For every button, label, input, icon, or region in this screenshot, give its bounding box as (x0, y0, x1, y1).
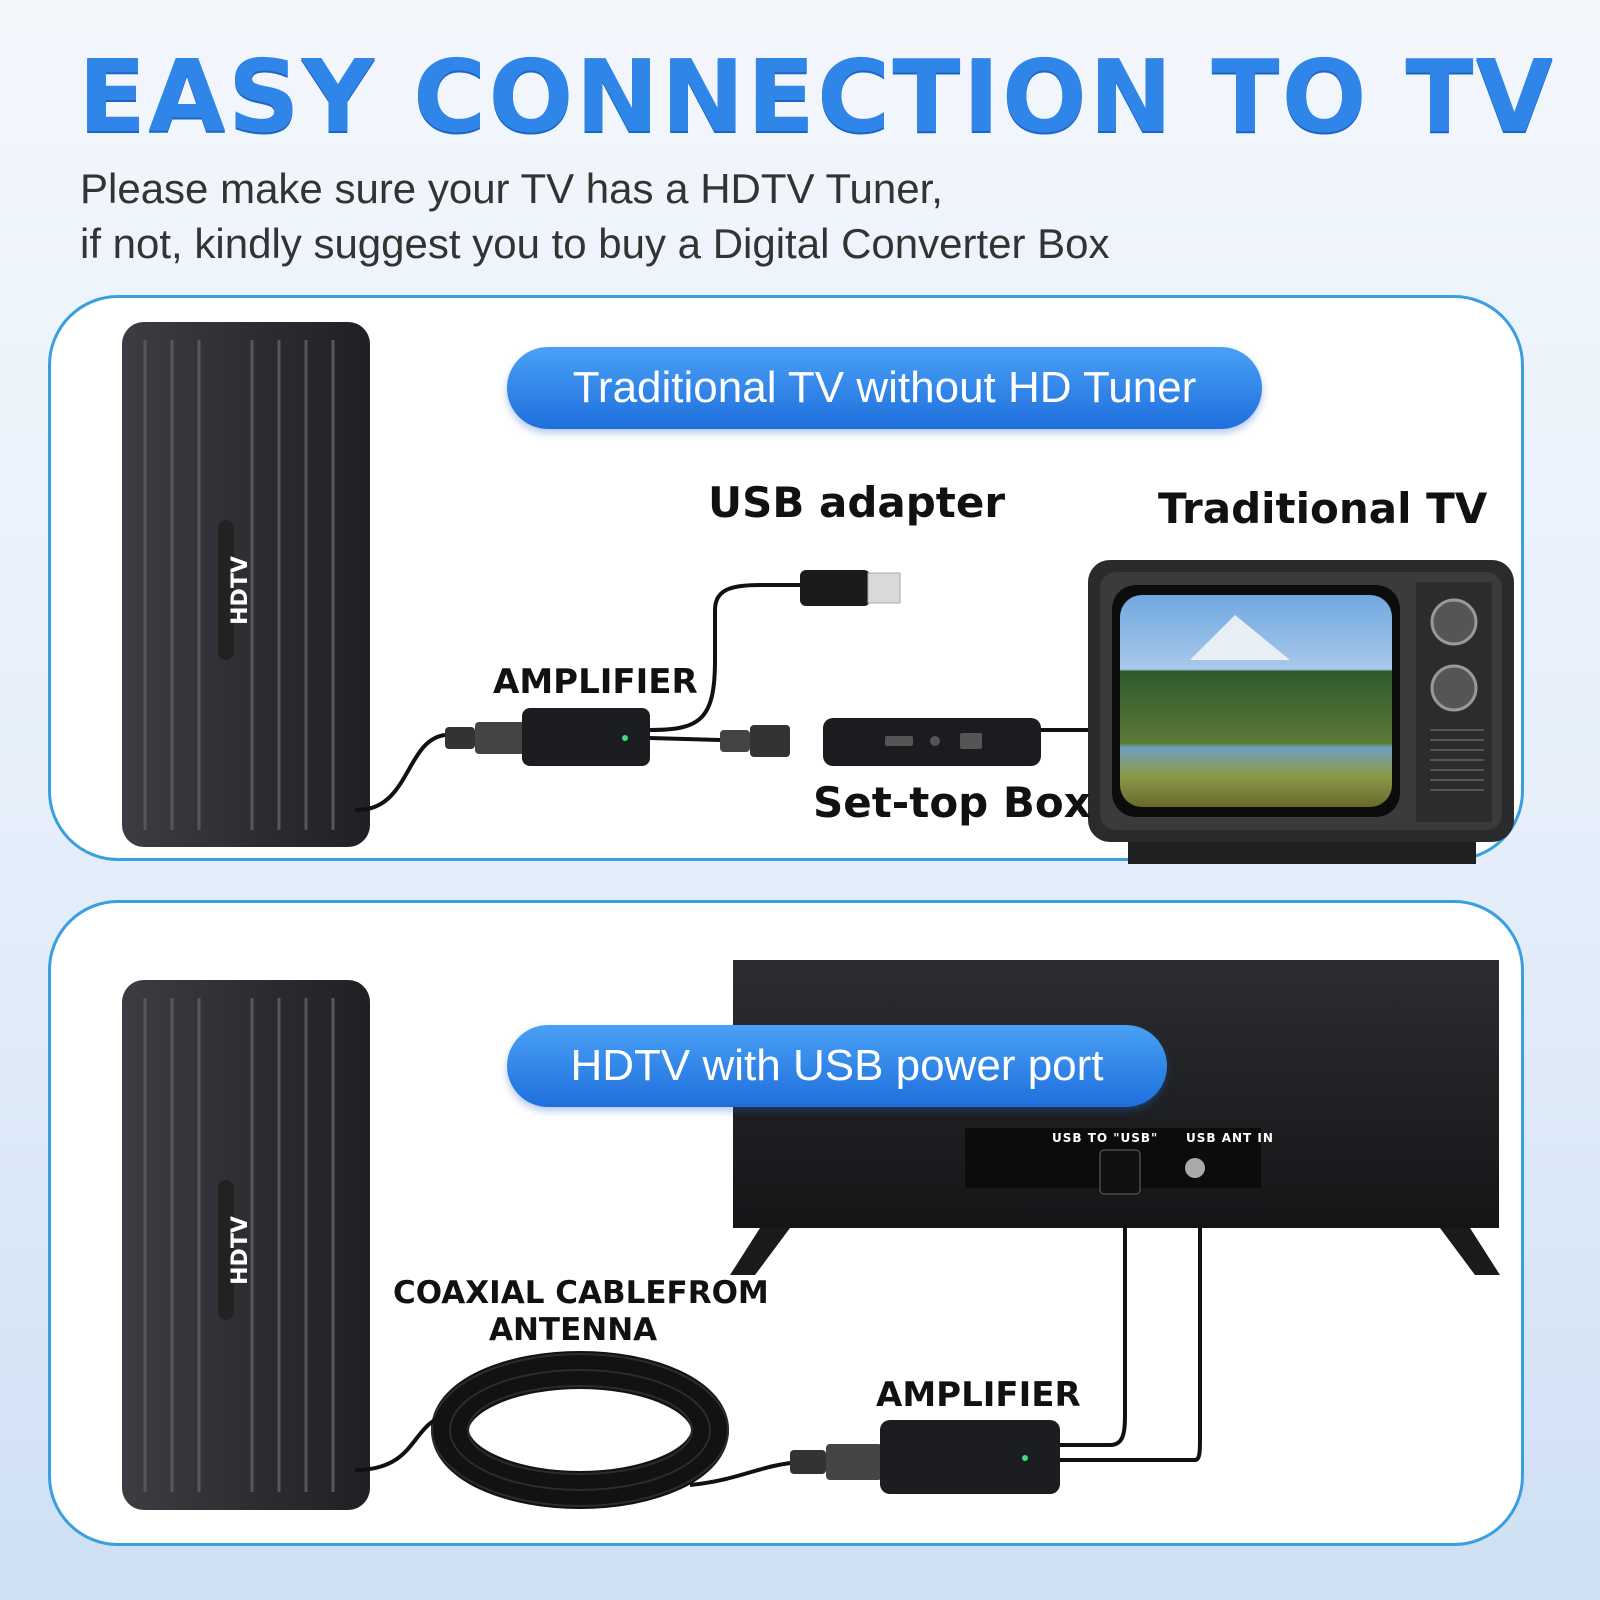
label-coax-line-1: COAXIAL CABLEFROM (393, 1275, 769, 1311)
subtitle-line-1: Please make sure your TV has a HDTV Tune… (80, 165, 943, 212)
coiled-cable-image (431, 1351, 729, 1509)
pill-hdtv-usb: HDTV with USB power port (507, 1025, 1167, 1107)
hdtv-rear-image (730, 960, 1500, 1275)
label-amplifier-bottom: AMPLIFIER (876, 1375, 1081, 1415)
settop-box-image (823, 718, 1041, 766)
usb-plug-image (800, 570, 901, 606)
traditional-tv-image (1088, 560, 1514, 864)
page-title: EASY CONNECTION TO TV (78, 38, 1556, 155)
label-usb-adapter: USB adapter (708, 478, 1006, 527)
label-amplifier-top: AMPLIFIER (493, 662, 698, 702)
antenna-bottom-label: HDTV (227, 1216, 253, 1285)
antenna-top-label: HDTV (227, 556, 253, 625)
antenna-bottom-image (122, 980, 370, 1510)
label-coax-line-2: ANTENNA (489, 1312, 658, 1348)
amplifier-bottom-image (790, 1420, 1060, 1494)
cable-bottom (354, 1225, 1202, 1487)
label-port-usb: USB TO "USB" (1052, 1131, 1159, 1145)
label-traditional-tv: Traditional TV (1158, 484, 1488, 533)
label-port-ant: USB ANT IN (1186, 1131, 1274, 1145)
subtitle-line-2: if not, kindly suggest you to buy a Digi… (80, 220, 1110, 267)
label-settop-box: Set-top Box (813, 778, 1091, 827)
antenna-top-image (122, 322, 370, 847)
pill-traditional-tv: Traditional TV without HD Tuner (507, 347, 1262, 429)
amplifier-top-image (445, 708, 650, 766)
coax-connector-top (720, 725, 790, 757)
cable-top (354, 583, 1090, 813)
